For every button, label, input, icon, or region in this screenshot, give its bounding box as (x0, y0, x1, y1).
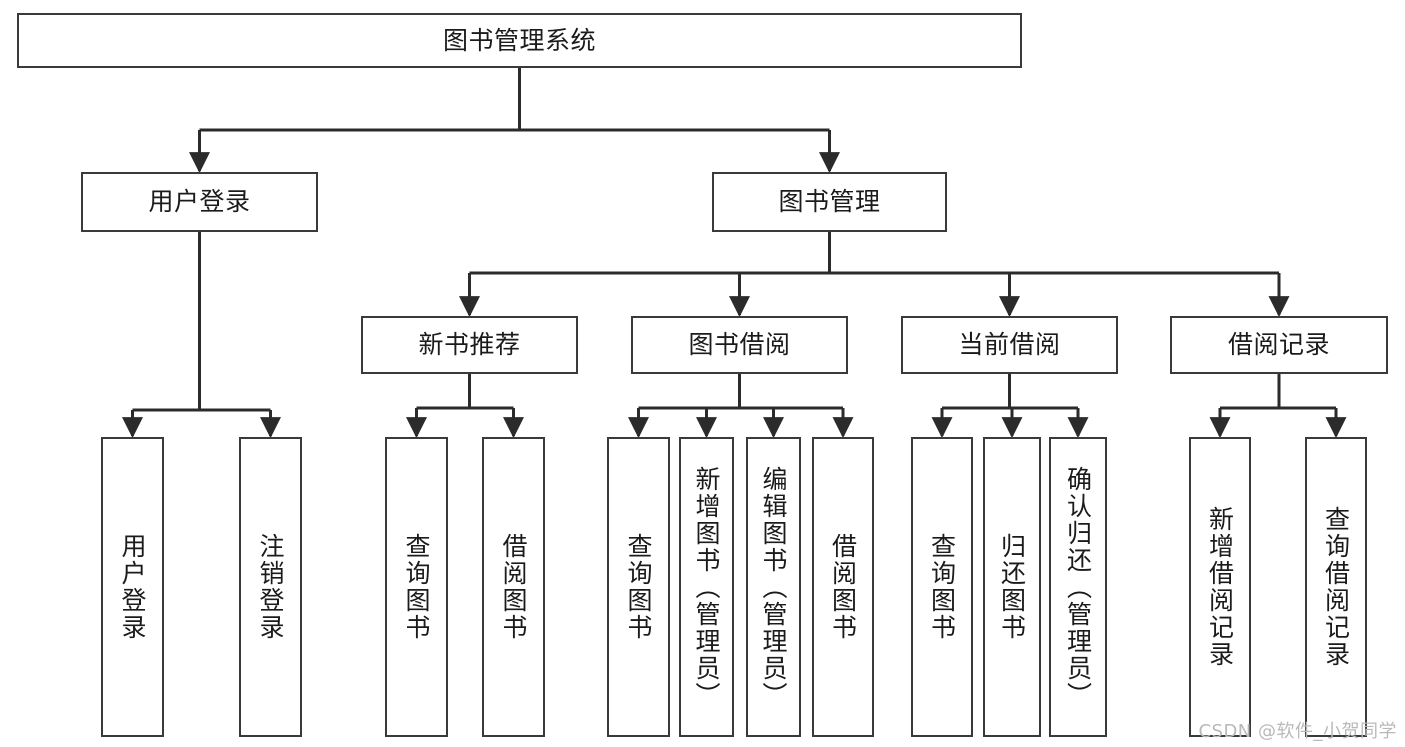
node-label: 借阅图书 (499, 533, 528, 641)
node-root[interactable]: 图书管理系统 (17, 13, 1022, 68)
node-label: 查询图书 (402, 533, 431, 641)
node-label: 用户登录 (148, 187, 251, 217)
node-borrow[interactable]: 图书借阅 (631, 316, 848, 374)
node-l8[interactable]: 借阅图书 (812, 437, 874, 737)
node-l2[interactable]: 注销登录 (239, 437, 302, 737)
node-l1[interactable]: 用户登录 (101, 437, 164, 737)
node-label: 新增借阅记录 (1205, 506, 1235, 668)
node-label: 用户登录 (118, 533, 147, 641)
node-l11[interactable]: 确认归还（管理员） (1049, 437, 1107, 737)
node-l9[interactable]: 查询图书 (911, 437, 973, 737)
node-label: 注销登录 (256, 533, 285, 641)
node-label: 新书推荐 (418, 330, 521, 360)
node-records[interactable]: 借阅记录 (1170, 316, 1388, 374)
node-label: 确认归还（管理员） (1063, 465, 1093, 709)
node-label: 借阅记录 (1227, 330, 1330, 360)
node-l13[interactable]: 查询借阅记录 (1305, 437, 1367, 737)
node-label: 借阅图书 (828, 533, 858, 641)
node-l6[interactable]: 新增图书（管理员） (679, 437, 734, 737)
node-label: 归还图书 (997, 533, 1027, 641)
node-label: 查询借阅记录 (1321, 506, 1351, 668)
node-label: 查询图书 (624, 533, 653, 641)
node-label: 编辑图书（管理员） (759, 465, 788, 709)
node-login[interactable]: 用户登录 (81, 172, 318, 232)
node-bookmgmt[interactable]: 图书管理 (712, 172, 947, 232)
node-l4[interactable]: 借阅图书 (482, 437, 545, 737)
node-l3[interactable]: 查询图书 (385, 437, 448, 737)
node-l5[interactable]: 查询图书 (607, 437, 670, 737)
node-l10[interactable]: 归还图书 (983, 437, 1041, 737)
node-newbook[interactable]: 新书推荐 (361, 316, 578, 374)
node-l7[interactable]: 编辑图书（管理员） (746, 437, 801, 737)
node-label: 图书借阅 (688, 330, 791, 360)
node-current[interactable]: 当前借阅 (901, 316, 1118, 374)
watermark-text: CSDN @软件_小贺同学 (1198, 721, 1397, 742)
node-label: 查询图书 (927, 533, 957, 641)
node-label: 当前借阅 (958, 330, 1061, 360)
node-label: 图书管理系统 (442, 25, 596, 55)
node-l12[interactable]: 新增借阅记录 (1189, 437, 1251, 737)
node-label: 图书管理 (778, 187, 881, 217)
node-label: 新增图书（管理员） (692, 465, 721, 709)
